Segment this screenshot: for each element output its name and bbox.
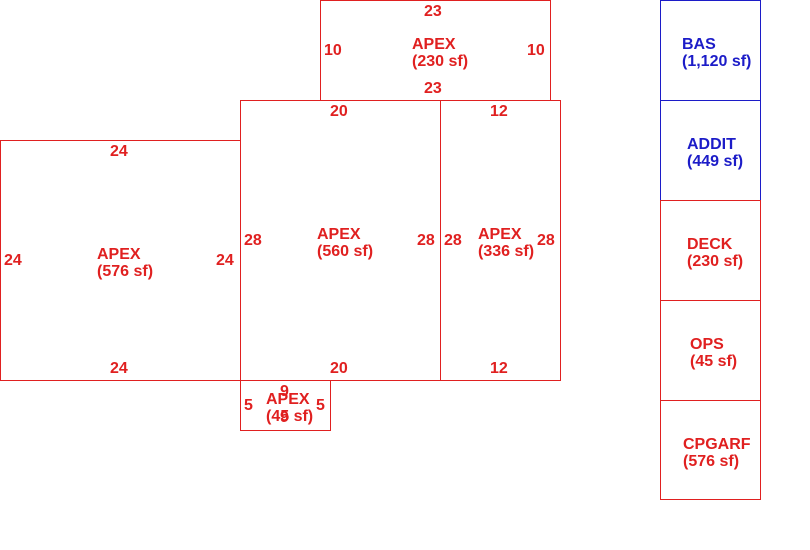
dim-left: 28 (444, 232, 462, 249)
legend-name: CPGARF (683, 436, 751, 453)
area-name: APEX (97, 246, 141, 263)
area-label: APEX (230 sf) (412, 36, 468, 70)
area-apex-576[interactable] (0, 140, 241, 381)
legend-name: OPS (690, 336, 724, 353)
legend-label: ADDIT (449 sf) (687, 136, 743, 170)
area-name: APEX (317, 226, 361, 243)
dim-left: 24 (4, 252, 22, 269)
legend-area: (45 sf) (690, 353, 738, 370)
dim-right: 5 (316, 397, 325, 414)
dim-top: 23 (424, 3, 442, 20)
legend-area: (1,120 sf) (682, 53, 752, 70)
dim-bottom: 12 (490, 360, 508, 377)
legend-name: DECK (687, 236, 733, 253)
legend-label: OPS (45 sf) (690, 336, 737, 370)
area-label: APEX (576 sf) (97, 246, 153, 280)
area-name: APEX (266, 391, 310, 408)
legend-name: BAS (682, 36, 716, 53)
legend-area: (230 sf) (687, 253, 744, 270)
area-size: (45 sf) (266, 408, 314, 425)
legend-area: (576 sf) (683, 453, 740, 470)
area-label: APEX (336 sf) (478, 226, 534, 260)
area-label: APEX (560 sf) (317, 226, 373, 260)
area-size: (336 sf) (478, 243, 535, 260)
area-label: APEX (45 sf) (266, 391, 313, 425)
area-name: APEX (478, 226, 522, 243)
legend-name: ADDIT (687, 136, 736, 153)
dim-left: 10 (324, 42, 342, 59)
dim-left: 28 (244, 232, 262, 249)
dim-top: 20 (330, 103, 348, 120)
area-name: APEX (412, 36, 456, 53)
dim-right: 28 (537, 232, 555, 249)
dim-right: 10 (527, 42, 545, 59)
dim-right: 24 (216, 252, 234, 269)
dim-top: 12 (490, 103, 508, 120)
dim-bottom: 9 (280, 409, 289, 426)
dim-bottom: 24 (110, 360, 128, 377)
area-size: (230 sf) (412, 53, 469, 70)
area-size: (560 sf) (317, 243, 374, 260)
dim-bottom: 20 (330, 360, 348, 377)
legend-label: BAS (1,120 sf) (682, 36, 751, 70)
dim-right: 28 (417, 232, 435, 249)
area-apex-336[interactable] (440, 100, 561, 381)
legend-area: (449 sf) (687, 153, 744, 170)
dim-top: 9 (280, 383, 289, 400)
legend-label: DECK (230 sf) (687, 236, 743, 270)
legend-item-cpgarf[interactable] (660, 400, 761, 500)
area-size: (576 sf) (97, 263, 154, 280)
dim-left: 5 (244, 397, 253, 414)
legend-label: CPGARF (576 sf) (683, 436, 751, 470)
area-apex-45[interactable] (240, 380, 331, 431)
dim-top: 24 (110, 143, 128, 160)
dim-bottom: 23 (424, 80, 442, 97)
